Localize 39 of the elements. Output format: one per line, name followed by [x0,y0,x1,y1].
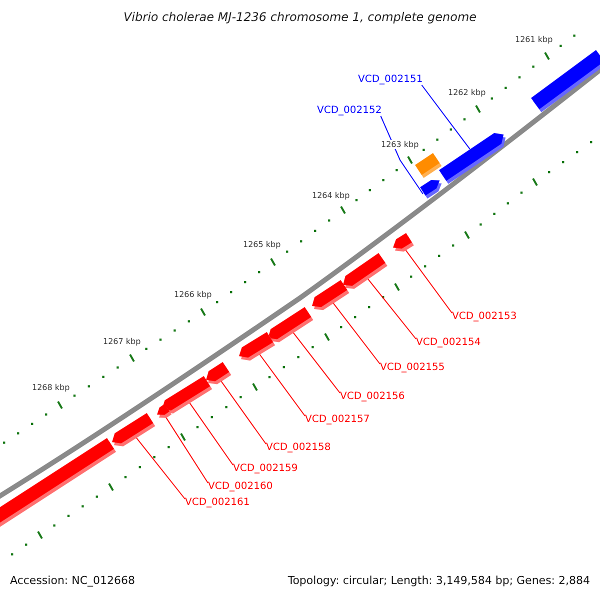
gene-block [530,50,600,113]
scale-label: 1263 kbp [381,140,419,149]
scale-label: 1265 kbp [243,240,281,249]
scale-label: 1262 kbp [448,88,486,97]
scale-label: 1267 kbp [103,337,141,346]
gene-block [112,412,156,446]
scale-label: 1268 kbp [32,383,70,392]
gene-block [343,253,388,289]
scale-label: 1264 kbp [312,191,350,200]
gene-block [0,438,117,526]
leader-line [164,414,208,484]
gene-label: VCD_002161 [185,497,250,509]
gene-label: VCD_002157 [305,414,370,426]
gene-label: VCD_002160 [208,481,273,493]
gene-label: VCD_002152 [317,105,382,117]
gene-block [239,332,276,360]
gene-block [393,233,414,252]
gene-block [312,280,350,310]
gene-label: VCD_002158 [266,442,331,454]
scale-label: 1266 kbp [174,290,212,299]
genome-summary-text: Topology: circular; Length: 3,149,584 bp; Genes: 2,884 [288,574,590,587]
gene-block [268,306,314,342]
scale-label: 1261 kbp [515,35,553,44]
gene-block [414,153,442,178]
accession-text: Accession: NC_012668 [10,574,136,587]
gene-label: VCD_002156 [340,391,405,403]
gene-block [439,132,506,184]
gene-label: VCD_002151 [358,74,423,86]
title: Vibrio cholerae MJ-1236 chromosome 1, complete genome [122,10,478,24]
gene-label: VCD_002153 [452,311,517,323]
gene-label: VCD_002159 [233,463,298,475]
gene-block [206,362,232,384]
gene-label: VCD_002154 [416,337,481,349]
gene-label: VCD_002155 [380,362,445,374]
leader-line [421,84,470,150]
gene-block [157,404,172,418]
leader-line [380,116,424,194]
gene-block [420,180,442,198]
gene-block [162,376,212,414]
